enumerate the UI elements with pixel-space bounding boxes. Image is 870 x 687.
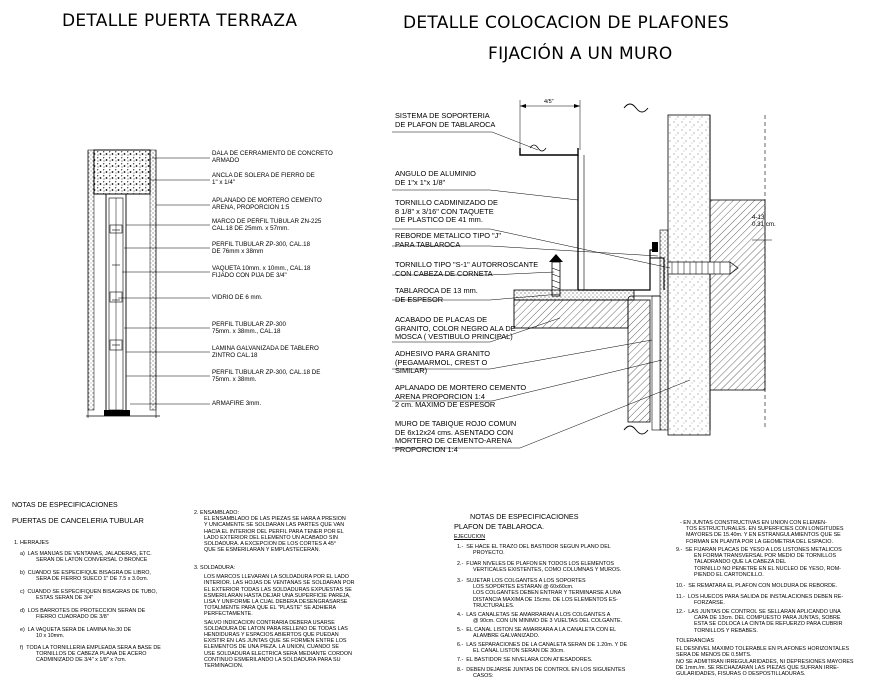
- plafon-section-drawing: [392, 100, 772, 449]
- title-plafones: DETALLE COLOCACION DE PLAFONES: [403, 13, 730, 33]
- notas-plafon-item-5: 5.- EL CANAL LISTON SE AMARRARA A LA CAN…: [457, 627, 617, 640]
- title-puerta: DETALLE PUERTA TERRAZA: [62, 11, 298, 31]
- notas-plafon-item-11: 11.- LOS HUECOS PARA SALIDA DE INSTALACI…: [676, 594, 844, 607]
- notas-puerta-item-d: d) LOS BARROTES DE PROTECCION SERAN DE F…: [20, 608, 146, 621]
- notas-puerta-item-a: a) LAS MANIJAS DE VENTANAS, JALADERAS, E…: [20, 551, 152, 564]
- notas-plafon-item-10: 10.- SE REMATARA EL PLAFON CON MOLDURA D…: [676, 583, 838, 589]
- notas-puerta-subheader: PUERTAS DE CANCELERIA TUBULAR: [12, 516, 144, 525]
- plafon-label-reborde: REBORDE METALICO TIPO "J"PARA TABLAROCA: [395, 231, 501, 249]
- notas-plafon-item-1: 1.- SE HACE EL TRAZO DEL BASTIDOR SEGUN …: [457, 544, 611, 557]
- notas-puerta-item-e: e) LA VAQUETA SERA DE LAMINA No.30 DE 10…: [20, 627, 132, 640]
- puerta-label-armafire: ARMAFIRE 3mm.: [212, 400, 262, 407]
- notas-plafon-ejecucion: EJECUCION: [454, 534, 486, 540]
- notas-plafon-item-4: 4.- LAS CANALETAS SE AMARRARAN A LOS COL…: [457, 612, 623, 625]
- puerta-section-drawing: [86, 149, 210, 418]
- notas-plafon-subheader: PLAFON DE TABLAROCA.: [454, 522, 545, 531]
- notas-plafon-item-9: 9.- SE FIJARAN PLACAS DE YESO A LOS LIST…: [676, 547, 842, 578]
- notas-puerta-item-f: f) TODA LA TORNILLERIA EMPLEADA SERA A B…: [20, 645, 161, 664]
- notas-plafon-header: NOTAS DE ESPECIFICACIONES: [470, 512, 579, 521]
- plafon-label-tablaroca: TABLAROCA DE 13 mm.DE ESPESOR: [395, 286, 478, 304]
- notas-puerta-header: NOTAS DE ESPECIFICACIONES: [12, 502, 118, 509]
- notas-plafon-tolerancias: TOLERANCIAS EL DESNIVEL MAXIMO TOLERABLE…: [676, 638, 854, 678]
- plafon-label-adhesivo: ADHESIVO PARA GRANITO(PEGAMARMOL, CREST …: [395, 349, 491, 376]
- notas-puerta-soldadura: 3. SOLDADURA: LOS MARCOS LLEVARAN LA SOL…: [194, 565, 355, 670]
- notas-plafon-item-7: 7.- EL BASTIDOR SE NIVELARA CON ATIESADO…: [457, 657, 593, 663]
- puerta-label-vidrio: VIDRIO DE 6 mm.: [212, 294, 263, 301]
- notas-plafon-item-2: 2.- FIJAR NIVELES DE PLAFON EN TODOS LOS…: [457, 561, 622, 574]
- notas-plafon-col2-top: - EN JUNTAS CONSTRUCTIVAS EN UNION CON E…: [680, 520, 844, 545]
- notas-puerta-item-b: b) CUANDO SE ESPECIFIQUE BISAGRA DE LIBR…: [20, 570, 151, 583]
- notas-plafon-item-3: 3.- SUJETAR LOS COLGANTES A LOS SOPORTES…: [457, 578, 622, 609]
- notas-puerta-ensamblado: 2. ENSAMBLADO: EL ENSAMBLADO DE LAS PIEZ…: [194, 510, 346, 554]
- title-fijacion: FIJACIÓN A UN MURO: [488, 44, 673, 64]
- notas-puerta-item-c: c) CUANDO SE ESPECIFIQUEN BISAGRAS DE TU…: [20, 589, 158, 602]
- notas-puerta-sec1: 1. HERRAJES: [14, 540, 49, 546]
- dimension-label: 4/5": [544, 99, 554, 105]
- notas-plafon-item-6: 6.- LAS SEPARACIONES DE LA CANALETA SERA…: [457, 642, 628, 655]
- notas-plafon-item-8: 8.- DEBEN DEJARSE JUNTAS DE CONTROL EN L…: [457, 667, 626, 680]
- notas-plafon-item-12: 12.- LAS JUNTAS DE CONTROL SE SELLARAN A…: [676, 609, 843, 634]
